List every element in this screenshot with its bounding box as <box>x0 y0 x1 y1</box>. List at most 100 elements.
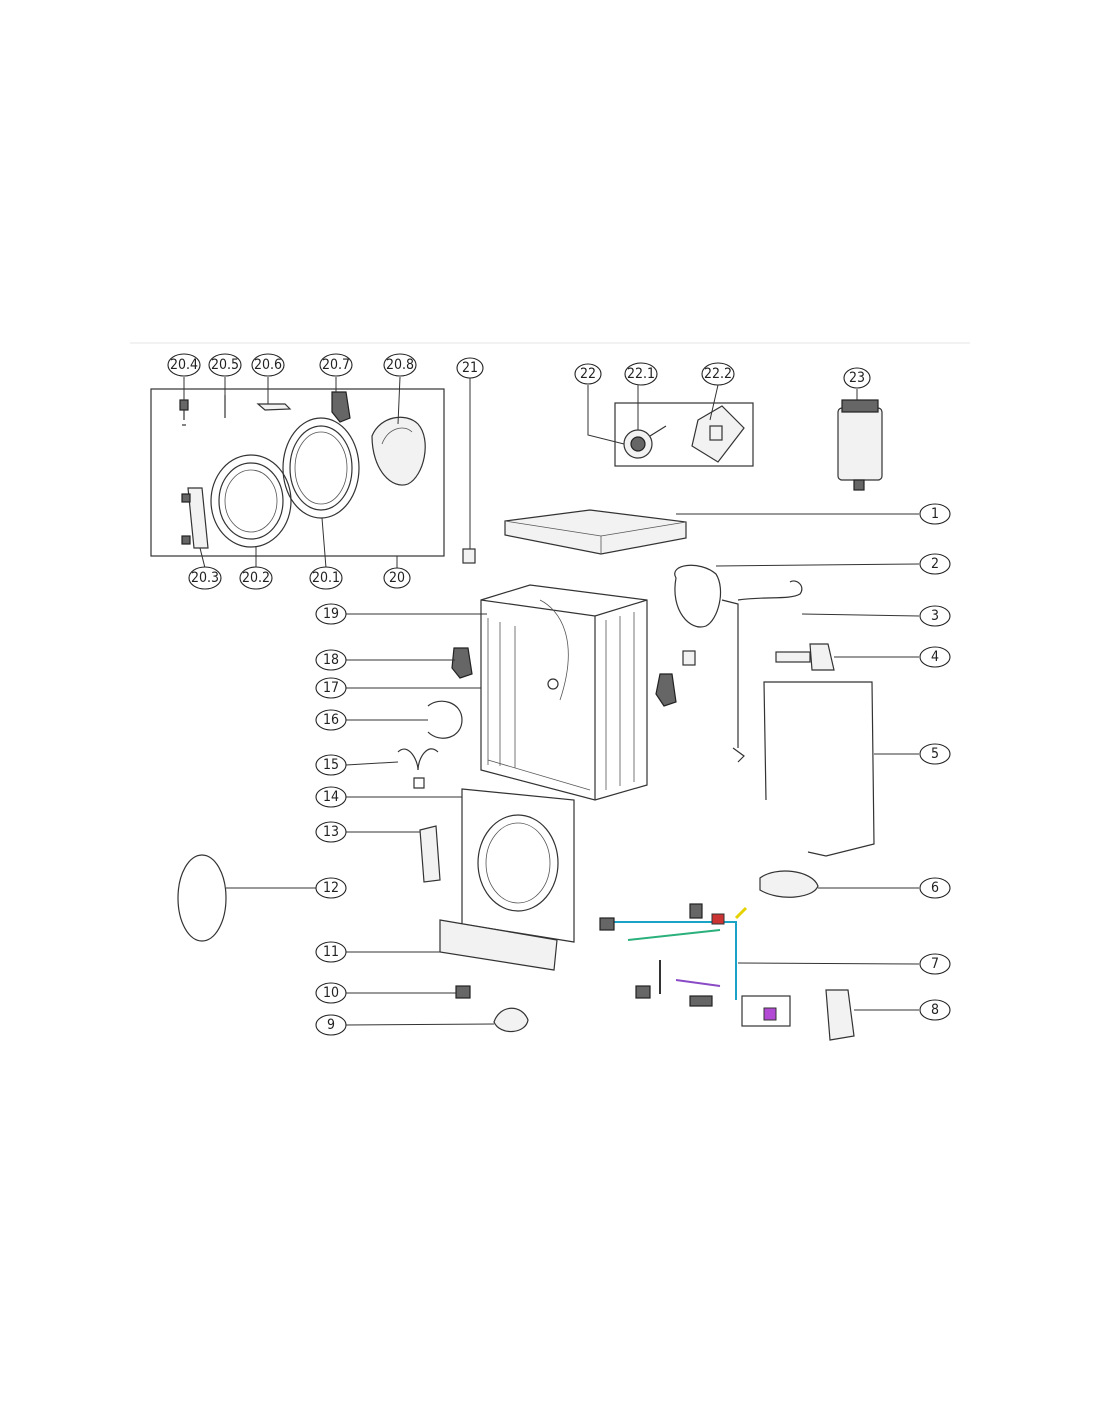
door-assembly-box <box>150 388 445 557</box>
part-20-7-latch <box>331 391 351 423</box>
part-23-filter <box>837 399 883 491</box>
svg-text:5: 5 <box>931 746 939 762</box>
callout-1: 1 <box>919 503 951 525</box>
callout-20-6: 20.6 <box>251 353 285 377</box>
part-18-latch <box>451 647 473 679</box>
part-21-block <box>462 548 476 564</box>
callout-23: 23 <box>843 367 871 389</box>
svg-text:20.1: 20.1 <box>312 570 340 586</box>
part-cabinet <box>480 584 648 801</box>
callout-14: 14 <box>315 786 347 808</box>
callout-20-3: 20.3 <box>188 566 222 590</box>
part-20-3-hinge <box>181 487 209 549</box>
callout-5: 5 <box>919 743 951 765</box>
part-11-kickplate <box>439 919 558 971</box>
callout-18: 18 <box>315 649 347 671</box>
part-9-cover <box>493 1007 529 1033</box>
svg-text:15: 15 <box>323 757 339 773</box>
svg-text:20.3: 20.3 <box>191 570 219 586</box>
part-1-top-panel <box>504 509 687 555</box>
part-13-bracket <box>419 825 441 883</box>
part-8-bracket <box>825 989 855 1041</box>
svg-text:4: 4 <box>931 649 939 665</box>
svg-text:6: 6 <box>931 880 939 896</box>
callout-8: 8 <box>919 999 951 1021</box>
callout-12: 12 <box>315 877 347 899</box>
part-10-cap <box>455 985 471 999</box>
svg-text:9: 9 <box>327 1017 335 1033</box>
part-12-seal <box>177 854 227 942</box>
svg-text:20: 20 <box>389 570 405 586</box>
svg-text:22: 22 <box>580 366 596 382</box>
leader-lines <box>183 376 920 1026</box>
part-2-hose-loop <box>674 564 745 763</box>
svg-text:8: 8 <box>931 1002 939 1018</box>
part-20-6-bracket <box>256 403 292 411</box>
svg-text:7: 7 <box>931 956 939 972</box>
callout-20-4: 20.4 <box>167 353 201 377</box>
part-20-2-door-outer <box>210 454 292 548</box>
callout-3: 3 <box>919 605 951 627</box>
svg-text:20.4: 20.4 <box>170 357 198 373</box>
part-4-valve <box>775 643 835 671</box>
svg-text:12: 12 <box>323 880 339 896</box>
callout-4: 4 <box>919 646 951 668</box>
svg-text:20.2: 20.2 <box>242 570 270 586</box>
svg-text:20.7: 20.7 <box>322 357 350 373</box>
part-15-clip <box>397 748 439 789</box>
callout-22-2: 22.2 <box>701 362 735 386</box>
callout-20-2: 20.2 <box>239 566 273 590</box>
svg-text:1: 1 <box>931 506 939 522</box>
callout-19: 19 <box>315 603 347 625</box>
part-5-pipe <box>763 681 875 857</box>
svg-text:14: 14 <box>323 789 339 805</box>
svg-text:23: 23 <box>849 370 865 386</box>
part-22-2-bracket <box>691 405 745 463</box>
callout-17: 17 <box>315 677 347 699</box>
callout-20-8: 20.8 <box>383 353 417 377</box>
svg-text:16: 16 <box>323 712 339 728</box>
pressure-switch-box <box>614 402 754 467</box>
callout-20-1: 20.1 <box>309 566 343 590</box>
part-22-1-pressure-switch <box>623 425 667 459</box>
callout-10: 10 <box>315 982 347 1004</box>
svg-text:22.2: 22.2 <box>704 366 732 382</box>
callout-6: 6 <box>919 877 951 899</box>
svg-text:20.8: 20.8 <box>386 357 414 373</box>
svg-text:18: 18 <box>323 652 339 668</box>
svg-text:19: 19 <box>323 606 339 622</box>
callout-15: 15 <box>315 754 347 776</box>
part-20-4-screw <box>179 399 189 426</box>
part-side-bracket <box>682 650 696 666</box>
part-20-1-door-frame <box>282 417 360 519</box>
part-16-ring <box>427 700 463 739</box>
svg-text:20.5: 20.5 <box>211 357 239 373</box>
svg-text:20.6: 20.6 <box>254 357 282 373</box>
svg-text:22.1: 22.1 <box>627 366 655 382</box>
callout-16: 16 <box>315 709 347 731</box>
svg-text:17: 17 <box>323 680 339 696</box>
part-7-wiring-harness <box>599 903 791 1027</box>
callout-11: 11 <box>315 941 347 963</box>
svg-text:2: 2 <box>931 556 939 572</box>
callout-2: 2 <box>919 553 951 575</box>
callout-22-1: 22.1 <box>624 362 658 386</box>
callout-13: 13 <box>315 821 347 843</box>
callout-20-7: 20.7 <box>319 353 353 377</box>
callout-22: 22 <box>574 363 602 385</box>
part-6-clamp <box>759 870 819 898</box>
callout-20: 20 <box>383 567 411 589</box>
part-14-front-panel <box>461 788 575 943</box>
callout-9: 9 <box>315 1014 347 1036</box>
part-20-8-door-glass <box>371 416 426 486</box>
callout-21: 21 <box>456 357 484 379</box>
svg-text:21: 21 <box>462 360 478 376</box>
svg-text:11: 11 <box>323 944 339 960</box>
svg-text:13: 13 <box>323 824 339 840</box>
part-3-drain-hose <box>737 580 803 601</box>
svg-text:10: 10 <box>323 985 339 1001</box>
callout-20-5: 20.5 <box>208 353 242 377</box>
svg-text:3: 3 <box>931 608 939 624</box>
callout-7: 7 <box>919 953 951 975</box>
